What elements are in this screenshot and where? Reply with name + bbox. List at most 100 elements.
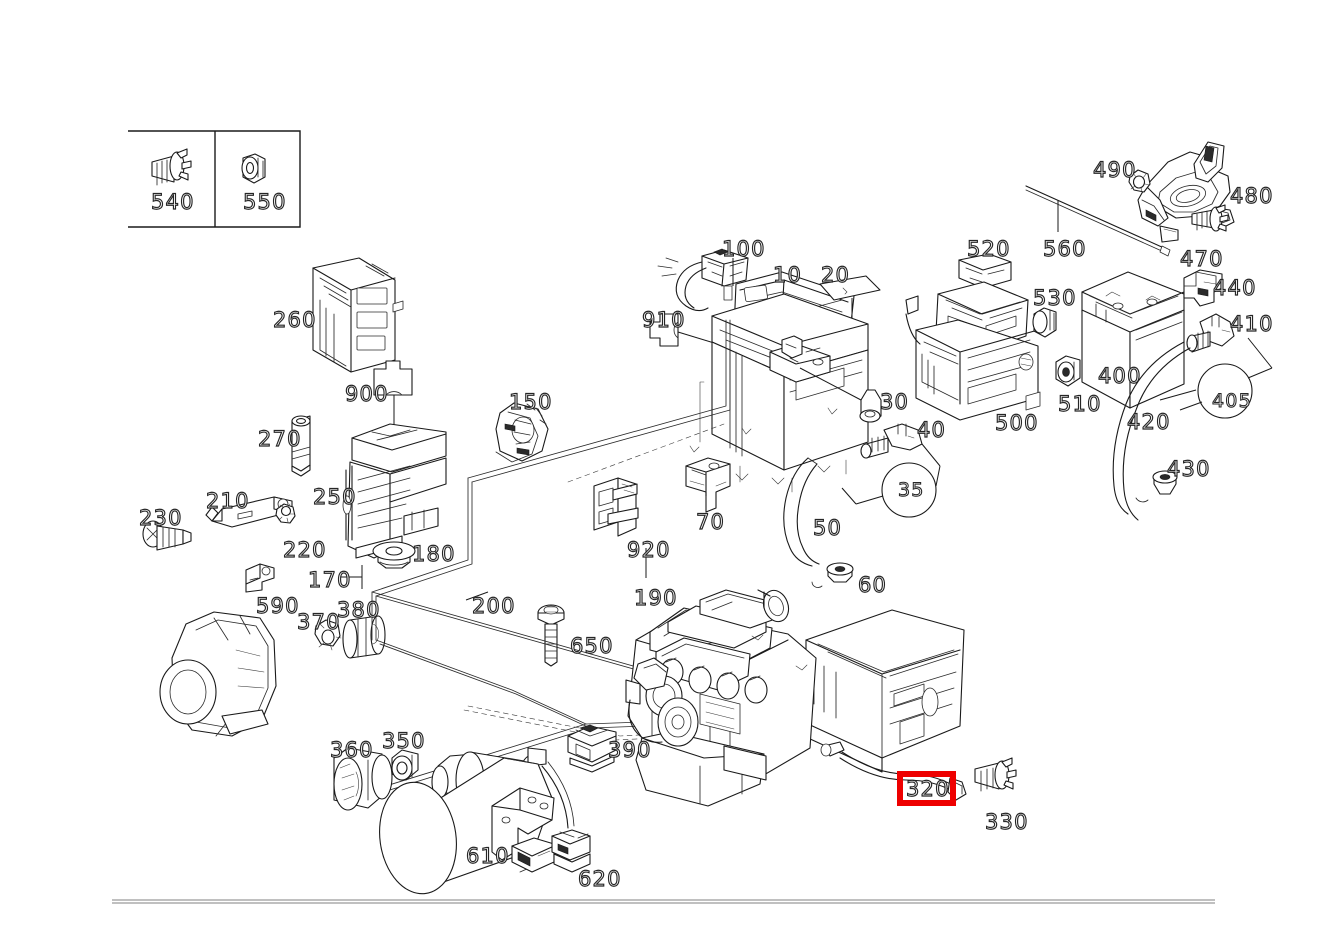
part-label-100[interactable]: 100 (721, 237, 766, 261)
relay-cover-520 (958, 253, 1012, 289)
battery-body-center (699, 293, 869, 493)
part-label-530[interactable]: 530 (1032, 286, 1077, 310)
part-label-440[interactable]: 440 (1212, 276, 1257, 300)
intake-manifold (699, 589, 790, 629)
nut-icon-550 (241, 153, 266, 184)
grommet-270 (291, 415, 311, 477)
part-label-50[interactable]: 50 (812, 516, 843, 540)
part-label-260[interactable]: 260 (272, 308, 317, 332)
cable-mount-170 (340, 565, 363, 589)
clamp-440 (1183, 269, 1223, 307)
part-label-480[interactable]: 480 (1229, 184, 1274, 208)
retainer-clip-920 (593, 477, 639, 537)
connector-390 (567, 724, 617, 773)
control-module-250 (342, 423, 447, 559)
part-label-650[interactable]: 650 (569, 634, 614, 658)
part-label-550[interactable]: 550 (242, 190, 287, 214)
part-label-220[interactable]: 220 (282, 538, 327, 562)
terminal-cap-30 (799, 367, 882, 423)
vent-hose-50 (783, 457, 823, 588)
grommet-180 (372, 541, 416, 569)
battery-terminals (769, 335, 831, 383)
part-label-510[interactable]: 510 (1057, 392, 1102, 416)
detail-callout-405 (1179, 337, 1273, 419)
part-label-400[interactable]: 400 (1097, 364, 1142, 388)
part-label-470[interactable]: 470 (1179, 247, 1224, 271)
connector-block-620 (551, 829, 591, 873)
part-label-60[interactable]: 60 (857, 573, 888, 597)
part-label-410[interactable]: 410 (1229, 312, 1274, 336)
nut-490 (1128, 169, 1151, 193)
part-label-330[interactable]: 330 (984, 810, 1029, 834)
part-label-30[interactable]: 30 (879, 390, 910, 414)
battery-tray-bracket-480 (1131, 141, 1235, 243)
engine-transmission-assembly (625, 589, 965, 807)
bolt-470 (1191, 204, 1229, 232)
bottom-divider (112, 899, 1215, 904)
detail-callout-35 (841, 462, 937, 518)
cable-elbow-40 (860, 423, 941, 487)
part-label-390[interactable]: 390 (607, 738, 652, 762)
part-label-150[interactable]: 150 (508, 390, 553, 414)
transmission-bellhousing (159, 611, 277, 737)
bolt-icon-540 (151, 148, 192, 186)
part-label-560[interactable]: 560 (1042, 237, 1087, 261)
part-label-270[interactable]: 270 (257, 427, 302, 451)
part-label-10[interactable]: 10 (772, 263, 803, 287)
battery-positive-cable-100 (657, 248, 749, 312)
nut-370 (314, 619, 342, 651)
part-label-380[interactable]: 380 (336, 598, 381, 622)
part-label-70[interactable]: 70 (695, 510, 726, 534)
bolt-650 (537, 604, 565, 667)
connector-150 (495, 402, 549, 463)
part-label-500[interactable]: 500 (994, 411, 1039, 435)
grommet-430 (1152, 470, 1178, 495)
hold-down-rod-560 (1025, 185, 1171, 257)
part-label-420[interactable]: 420 (1126, 410, 1171, 434)
battery-vent-410-420 (1112, 313, 1235, 521)
small-bracket-590 (245, 563, 275, 593)
part-label-210[interactable]: 210 (205, 489, 250, 513)
part-label-230[interactable]: 230 (138, 506, 183, 530)
part-label-360[interactable]: 360 (329, 738, 374, 762)
part-label-405[interactable]: 405 (1211, 390, 1252, 412)
part-label-620[interactable]: 620 (577, 867, 622, 891)
battery-400 (1081, 271, 1185, 409)
part-label-200[interactable]: 200 (471, 594, 516, 618)
mounting-bracket-610 (491, 787, 555, 873)
bolt-230 (142, 520, 192, 551)
washer-350 (391, 749, 419, 781)
part-label-35[interactable]: 35 (897, 479, 925, 501)
part-label-610[interactable]: 610 (465, 844, 510, 868)
part-label-900[interactable]: 900 (344, 382, 389, 406)
part-label-920[interactable]: 920 (626, 538, 671, 562)
part-label-180[interactable]: 180 (411, 542, 456, 566)
part-label-520[interactable]: 520 (966, 237, 1011, 261)
sleeve-380 (342, 615, 386, 659)
part-label-320[interactable]: 320 (905, 777, 950, 801)
part-label-910[interactable]: 910 (641, 308, 686, 332)
bolt-330 (974, 757, 1017, 792)
clip-900 (373, 360, 413, 428)
fuse-box-assembly-500 (905, 281, 1041, 421)
part-label-350[interactable]: 350 (381, 729, 426, 753)
part-label-590[interactable]: 590 (255, 594, 300, 618)
part-label-540[interactable]: 540 (150, 190, 195, 214)
cap-530 (1032, 307, 1057, 338)
grommet-60 (826, 562, 854, 583)
part-label-40[interactable]: 40 (916, 418, 947, 442)
part-label-430[interactable]: 430 (1166, 457, 1211, 481)
grommet-510 (1055, 355, 1081, 387)
part-label-20[interactable]: 20 (820, 263, 851, 287)
part-label-490[interactable]: 490 (1092, 158, 1137, 182)
part-label-190[interactable]: 190 (633, 586, 678, 610)
accessory-drive (625, 657, 699, 747)
fuse-relay-box-260 (312, 257, 404, 373)
part-label-170[interactable]: 170 (307, 568, 352, 592)
part-label-250[interactable]: 250 (312, 485, 357, 509)
part-label-370[interactable]: 370 (296, 610, 341, 634)
cable-bracket-70 (685, 457, 731, 513)
legend-box (128, 130, 301, 228)
